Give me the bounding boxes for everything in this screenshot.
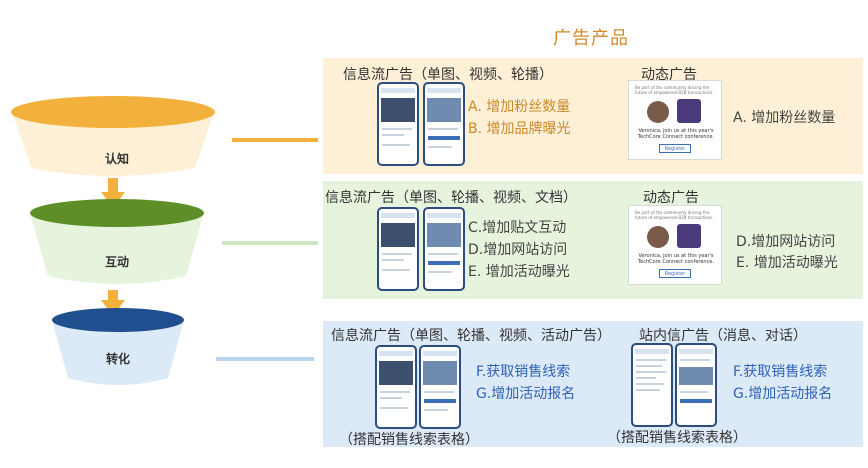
phone-mockup — [631, 343, 673, 427]
phone-mockup — [423, 207, 465, 291]
phone-mockup — [377, 207, 419, 291]
ad-small-text: Be part of the community driving the fut… — [635, 210, 714, 220]
connector-awareness — [232, 138, 318, 142]
stage-label-awareness: 认知 — [104, 152, 129, 166]
funnel-top-awareness — [11, 96, 215, 128]
inmail-ad-title: 站内信广告（消息、对话） — [639, 328, 807, 344]
phone-mockup — [423, 82, 465, 166]
funnel-top-conversion — [52, 308, 184, 332]
panel-awareness: 信息流广告（单图、视频、轮播） A. 增加粉丝数量 B. 增加品牌曝光 动态广告… — [323, 58, 863, 174]
ad-caption: Veronica, join us at this year's TechCor… — [637, 128, 715, 140]
feed-item: F.获取销售线索 — [476, 364, 571, 380]
ad-small-text: Be part of the community driving the fut… — [635, 85, 714, 95]
page-title: 广告产品 — [553, 28, 629, 49]
feed-ad-title: 信息流广告（单图、轮播、视频、文档） — [325, 190, 577, 206]
panel-conversion: 信息流广告（单图、轮播、视频、活动广告） F.获取销售线索 G.增加活动报名 （… — [323, 321, 863, 448]
funnel-diagram — [11, 96, 215, 385]
panel-engagement: 信息流广告（单图、轮播、视频、文档） C.增加贴文互动 D.增加网站访问 E. … — [323, 181, 863, 299]
dynamic-ad-card: Be part of the community driving the fut… — [628, 205, 722, 285]
inmail-note: （搭配销售线索表格） — [607, 430, 747, 446]
inmail-item: F.获取销售线索 — [733, 364, 828, 380]
feed-ad-title: 信息流广告（单图、轮播、视频、活动广告） — [331, 328, 611, 344]
funnel-top-engagement — [30, 199, 204, 227]
feed-item: D.增加网站访问 — [468, 242, 568, 258]
connector-conversion — [216, 357, 314, 361]
stage-label-conversion: 转化 — [105, 352, 130, 366]
inmail-item: G.增加活动报名 — [733, 386, 833, 402]
feed-ad-title: 信息流广告（单图、视频、轮播） — [343, 67, 553, 83]
phone-mockup — [419, 345, 461, 429]
feed-item: G.增加活动报名 — [476, 386, 576, 402]
phone-mockup — [675, 343, 717, 427]
funnel-stage-engagement — [30, 213, 204, 284]
avatar — [647, 101, 669, 123]
feed-item: E. 增加活动曝光 — [468, 264, 570, 280]
dynamic-ad-card: Be part of the community driving the fut… — [628, 80, 722, 160]
dynamic-item: D.增加网站访问 — [736, 234, 836, 250]
phone-mockup — [375, 345, 417, 429]
feed-item: A. 增加粉丝数量 — [468, 99, 571, 115]
dynamic-item: E. 增加活动曝光 — [736, 255, 838, 271]
feed-note: （搭配销售线索表格） — [339, 432, 479, 448]
phone-mockup — [377, 82, 419, 166]
dynamic-item: A. 增加粉丝数量 — [733, 110, 836, 126]
ad-caption: Veronica, join us at this year's TechCor… — [637, 253, 715, 265]
register-button[interactable]: Register — [659, 269, 691, 278]
feed-item: C.增加贴文互动 — [468, 220, 567, 236]
funnel-stage-awareness — [12, 112, 214, 176]
company-logo — [677, 99, 701, 123]
company-logo — [677, 224, 701, 248]
funnel-arrow-1 — [101, 178, 125, 208]
feed-item: B. 增加品牌曝光 — [468, 121, 571, 137]
dynamic-ad-title: 动态广告 — [643, 190, 699, 206]
avatar — [647, 226, 669, 248]
stage-label-engagement: 互动 — [104, 255, 129, 269]
funnel-stage-conversion — [52, 320, 184, 385]
funnel-arrow-2 — [101, 290, 125, 316]
dynamic-ad-title: 动态广告 — [641, 67, 697, 83]
register-button[interactable]: Register — [659, 144, 691, 153]
connector-engagement — [222, 241, 318, 245]
